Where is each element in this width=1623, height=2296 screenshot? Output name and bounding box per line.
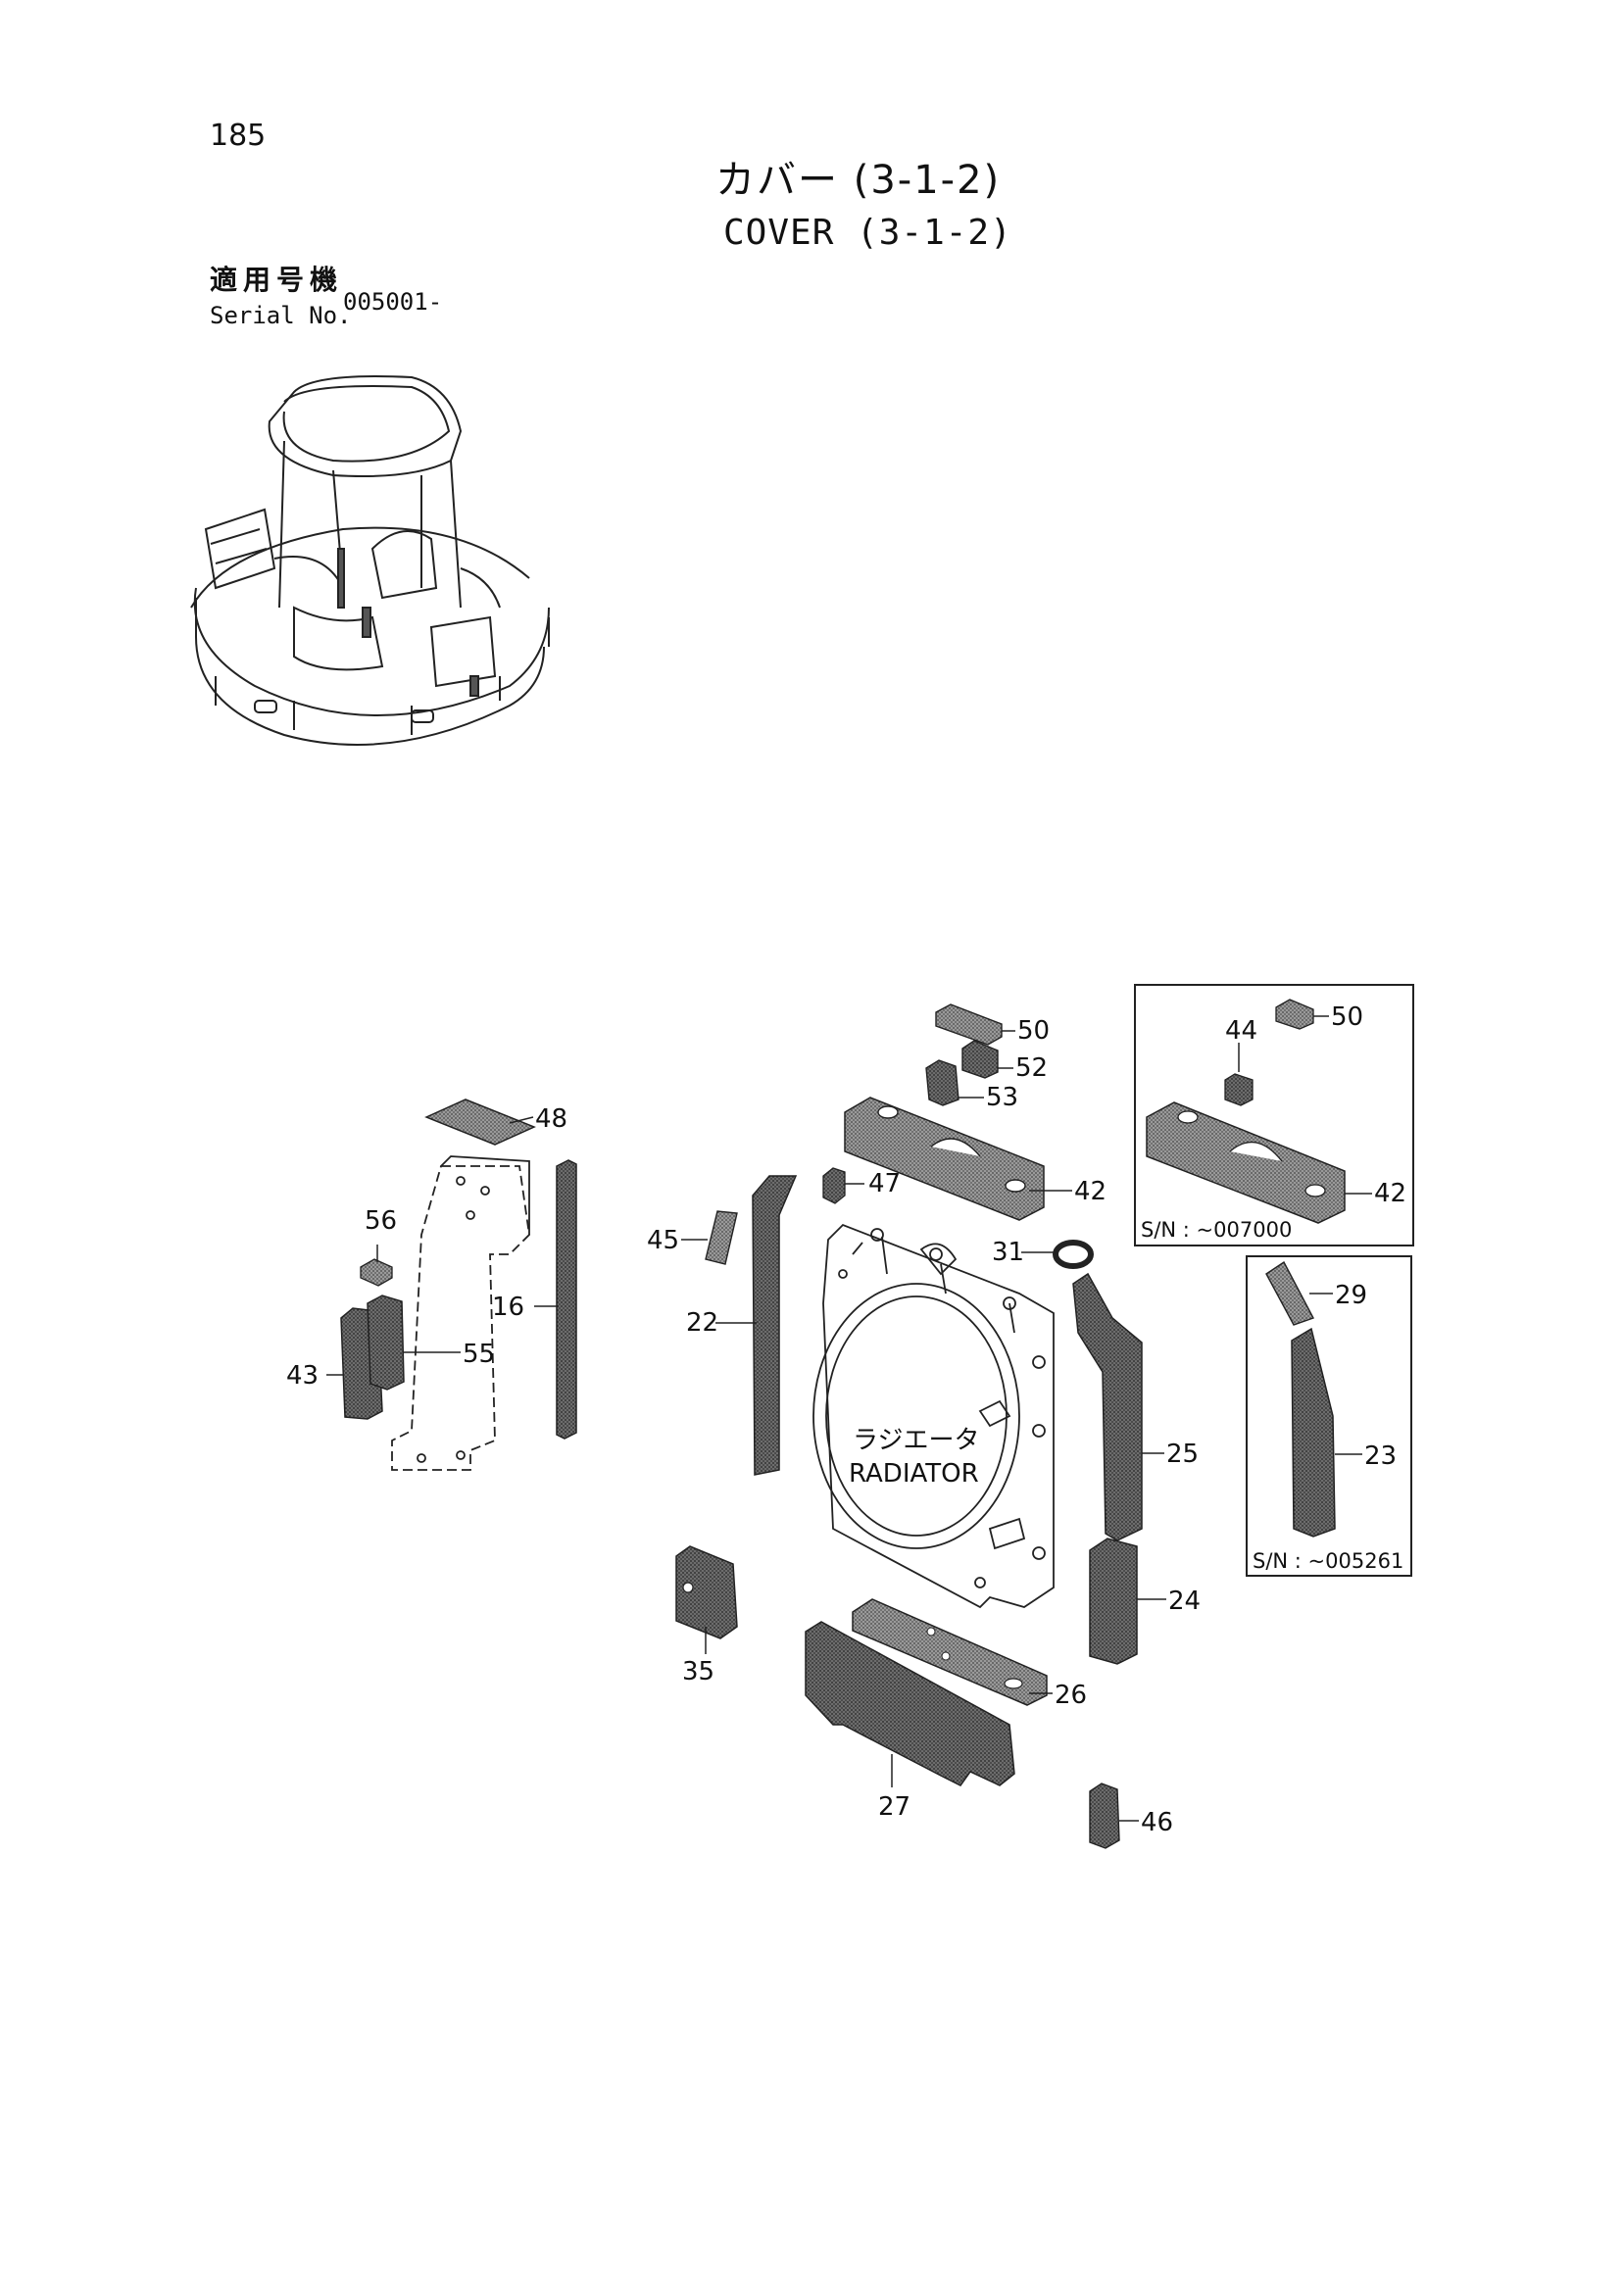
callout-27: 27 — [878, 1792, 910, 1822]
callout-52: 52 — [1015, 1053, 1048, 1083]
inset2-callout-29: 29 — [1335, 1281, 1367, 1310]
plate-42 — [844, 1097, 1045, 1221]
inset2-caption: S/N : ~005261 — [1253, 1549, 1403, 1573]
seal-27 — [805, 1621, 1015, 1786]
page-number: 185 — [210, 119, 267, 153]
seal-56 — [360, 1258, 393, 1287]
seal-22 — [752, 1175, 798, 1476]
inset1-callout-50: 50 — [1331, 1002, 1363, 1032]
inset-serial-005261 — [1246, 1255, 1412, 1577]
callout-46: 46 — [1141, 1808, 1173, 1837]
callout-56: 56 — [365, 1206, 397, 1236]
bracket-26 — [852, 1598, 1048, 1706]
block-46 — [1089, 1783, 1120, 1849]
seal-47 — [822, 1167, 846, 1204]
callout-26: 26 — [1055, 1681, 1087, 1710]
leader-lines — [326, 1030, 1166, 1822]
callout-55: 55 — [463, 1340, 495, 1369]
inset1-callout-44: 44 — [1225, 1016, 1257, 1046]
block-52 — [961, 1040, 999, 1079]
serial-number-value: 005001- — [343, 288, 443, 316]
callout-42: 42 — [1074, 1177, 1107, 1206]
cap-31 — [1053, 1240, 1094, 1269]
callout-45: 45 — [647, 1226, 679, 1255]
callout-43: 43 — [286, 1361, 319, 1391]
left-frame-assembly — [391, 1155, 530, 1471]
inset1-caption: S/N : ~007000 — [1141, 1218, 1292, 1242]
strip-16 — [556, 1159, 577, 1440]
strip-45 — [705, 1210, 738, 1265]
applicable-machine-label-japanese: 適用号機 — [210, 264, 344, 296]
callout-35: 35 — [682, 1657, 714, 1686]
callout-16: 16 — [492, 1293, 524, 1322]
radiator-label-english: RADIATOR — [849, 1459, 979, 1489]
callout-48: 48 — [535, 1104, 567, 1134]
radiator-assembly — [812, 1223, 1055, 1609]
machine-overview-illustration — [190, 375, 550, 746]
page-title-japanese: カバー (3-1-2) — [715, 158, 1002, 203]
callout-47: 47 — [868, 1169, 901, 1198]
callout-24: 24 — [1168, 1587, 1201, 1616]
panel-48 — [424, 1099, 536, 1146]
page-title-english: COVER (3-1-2) — [723, 213, 1012, 253]
inset2-callout-23: 23 — [1364, 1441, 1397, 1471]
block-53 — [925, 1059, 959, 1106]
serial-number-label: Serial No. — [210, 302, 352, 329]
callout-22: 22 — [686, 1308, 718, 1338]
block-24 — [1089, 1538, 1138, 1665]
block-55 — [367, 1295, 405, 1391]
radiator-label-japanese: ラジエータ — [853, 1426, 979, 1455]
inset-serial-007000 — [1134, 984, 1414, 1246]
block-50 — [935, 1003, 1003, 1046]
seal-25 — [1072, 1272, 1143, 1541]
callout-25: 25 — [1166, 1440, 1199, 1469]
callout-31: 31 — [992, 1238, 1024, 1267]
inset1-callout-42: 42 — [1374, 1179, 1406, 1208]
callout-50: 50 — [1017, 1016, 1050, 1046]
callout-53: 53 — [986, 1083, 1018, 1112]
block-35 — [675, 1545, 738, 1639]
